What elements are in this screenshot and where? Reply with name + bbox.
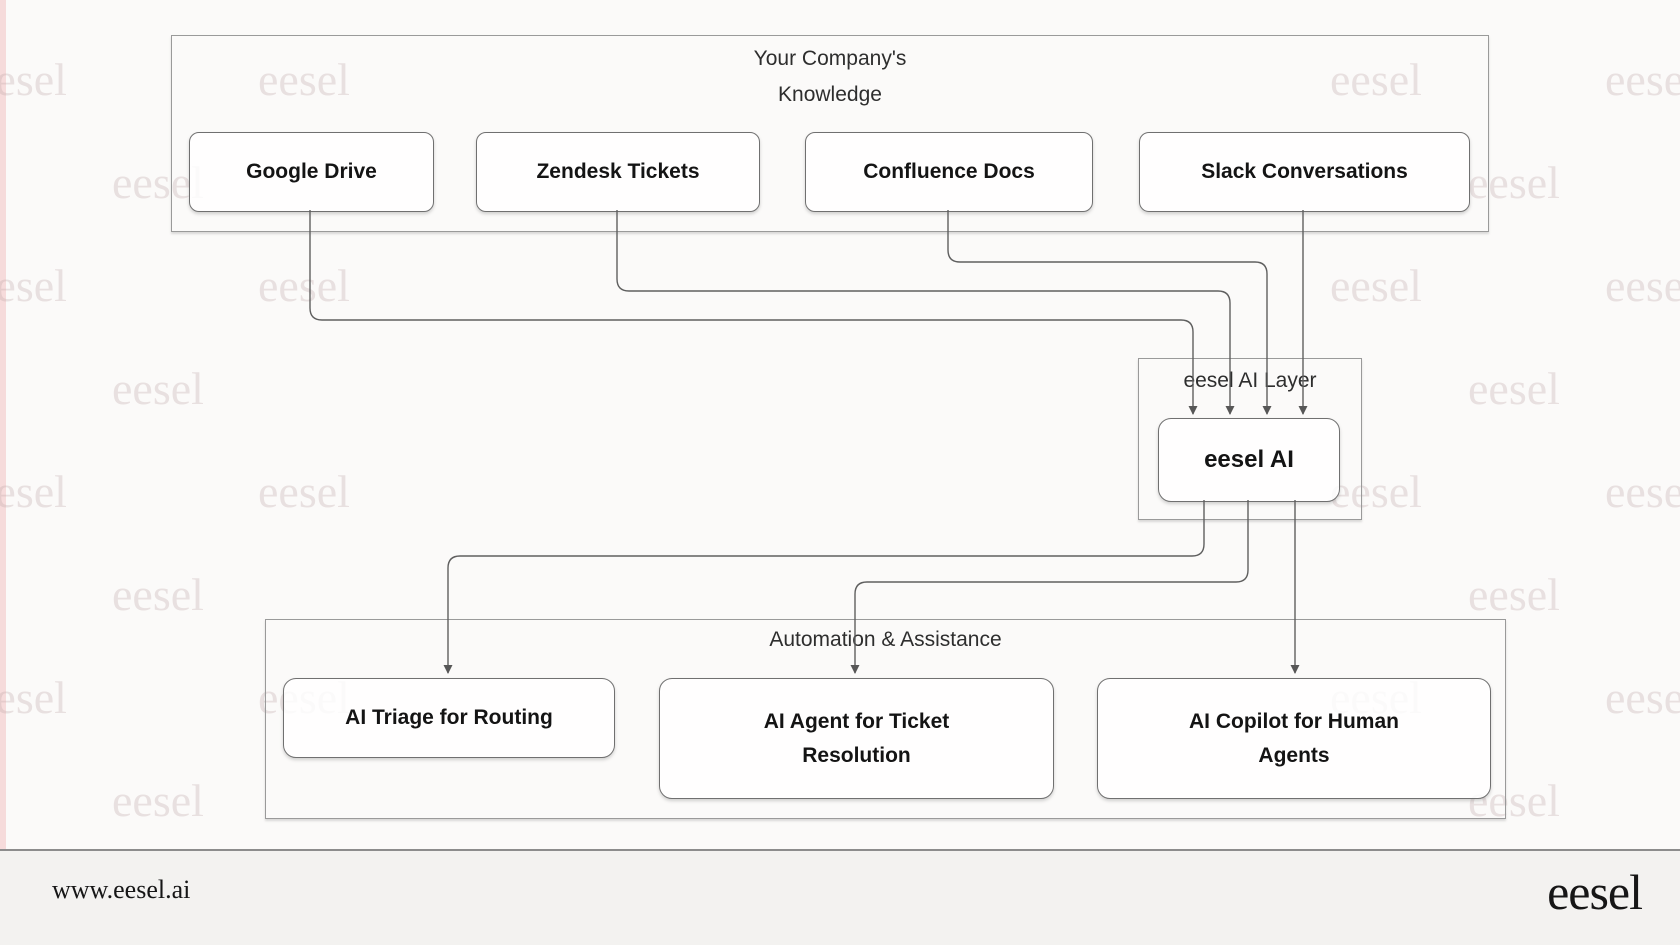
watermark-text: eesel [258,260,350,311]
node-label: AI Copilot for Human Agents [1189,709,1399,767]
watermark-text: eesel [112,363,204,414]
watermark-text: eesel [1605,466,1680,517]
watermark-text: eesel [1468,569,1560,620]
node-label: Slack Conversations [1201,160,1408,183]
watermark-text: eesel [0,672,67,723]
node-label: Google Drive [246,160,377,183]
watermark-text: eesel [1605,54,1680,105]
automation-group-title: Automation & Assistance [769,628,1002,651]
watermark-text: eesel [258,466,350,517]
node-google-drive: Google Drive [189,132,434,212]
node-label: Zendesk Tickets [536,160,700,183]
watermark-text: eesel [0,466,67,517]
watermark-text: eesel [1468,363,1560,414]
node-label: AI Agent for Ticket Resolution [763,709,950,767]
eesel-logo: eesel [1547,864,1643,920]
watermark-text: eesel [1605,260,1680,311]
ai-layer-group-title: eesel AI Layer [1183,369,1317,392]
node-ai-triage: AI Triage for Routing [283,678,615,758]
node-slack-conversations: Slack Conversations [1139,132,1470,212]
knowledge-group-title: Your Company's Knowledge [753,47,907,106]
watermark-text: eesel [112,569,204,620]
watermark-text: eesel [112,775,204,826]
node-label: AI Triage for Routing [345,706,553,729]
node-label: Confluence Docs [863,160,1035,183]
node-label: eesel AI [1204,446,1294,473]
watermark-text: eesel [1605,672,1680,723]
watermark-text: eesel [1330,54,1422,105]
watermark-text: eesel [0,260,67,311]
node-eesel-ai: eesel AI [1158,418,1340,502]
watermark-text: eesel [112,157,204,208]
edge-google-drive-to-eesel-ai [309,210,1198,415]
left-accent-strip [0,0,6,849]
watermark-text: eesel [1330,260,1422,311]
watermark-text: eesel [1468,157,1560,208]
node-zendesk-tickets: Zendesk Tickets [476,132,760,212]
node-ai-agent: AI Agent for Ticket Resolution [659,678,1054,799]
watermark-text: eesel [258,54,350,105]
footer-website-link[interactable]: www.eesel.ai [52,875,191,904]
node-confluence-docs: Confluence Docs [805,132,1093,212]
footer: www.eesel.ai eesel [0,849,1680,945]
node-ai-copilot: AI Copilot for Human Agents [1097,678,1491,799]
watermark-text: eesel [0,54,67,105]
watermark-text: eesel [1330,466,1422,517]
